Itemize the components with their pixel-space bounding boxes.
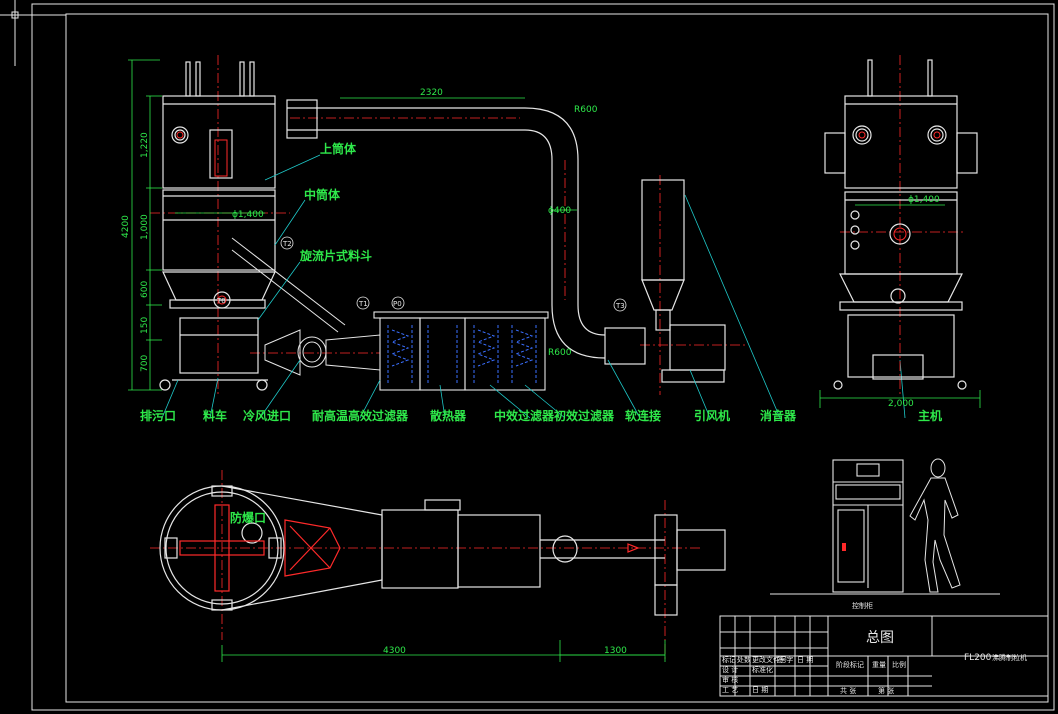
label-hepa-filter: 耐高温高效过滤器: [312, 408, 409, 423]
tag-t0: T0: [216, 297, 226, 305]
dim-phi400: ϕ400: [548, 206, 571, 216]
dim-phi1400-side: ϕ1,400: [908, 195, 940, 205]
dim-700: 700: [140, 355, 150, 372]
tag-p0: P0: [393, 300, 402, 308]
svg-text:日 期: 日 期: [797, 656, 813, 664]
side-view: ϕ1,400 2,000 主机: [819, 55, 981, 423]
crosshair-cursor-icon[interactable]: [0, 0, 66, 66]
dryer-body: [159, 61, 276, 391]
leader-lines: [161, 154, 906, 419]
label-explosion-port: 防爆口: [230, 510, 266, 525]
cabinet-handle: [842, 543, 846, 551]
dryer-inspection-window: [176, 131, 228, 305]
front-view: T2 T1 P0 T3 T0 4200 1,220 1,000 600 150 …: [121, 55, 906, 423]
cold-air-duct: [264, 329, 381, 376]
svg-text:设 计: 设 计: [722, 665, 738, 674]
svg-text:更改文件号: 更改文件号: [752, 655, 787, 664]
dim-600: 600: [140, 281, 150, 298]
svg-text:重量: 重量: [872, 661, 886, 669]
filter-hatching: [387, 325, 537, 385]
cyclone-hopper: [231, 237, 346, 333]
svg-text:日 期: 日 期: [752, 686, 768, 694]
vertical-dimensions: [128, 59, 162, 391]
title-drawing-name: 总图: [866, 630, 894, 646]
tag-t1: T1: [358, 300, 368, 308]
dim-r600-top: R600: [574, 105, 598, 115]
label-cyclone-hopper: 旋流片式料斗: [299, 248, 372, 263]
dim-2000: 2,000: [888, 399, 914, 409]
top-view: 4300 1300 防爆口: [150, 470, 726, 662]
label-drain: 排污口: [140, 408, 176, 423]
svg-text:标准化: 标准化: [752, 665, 773, 674]
front-centerlines: [150, 55, 745, 395]
label-soft-joint: 软连接: [625, 408, 661, 423]
sheet-border: [31, 3, 1055, 711]
title-block: [719, 615, 1049, 697]
svg-text:比例: 比例: [892, 660, 906, 669]
dim-1000: 1,000: [140, 214, 150, 240]
svg-text:阶段标记: 阶段标记: [836, 660, 864, 669]
tag-t2: T2: [282, 240, 292, 248]
svg-text:签 字: 签 字: [777, 655, 793, 664]
label-mid-primary-filter: 中效过滤器初效过滤器: [494, 408, 615, 423]
svg-text:工 艺: 工 艺: [722, 686, 738, 694]
filter-boxes: [373, 311, 549, 391]
dim-150: 150: [140, 317, 150, 334]
label-main-machine: 主机: [918, 408, 942, 423]
exhaust-duct: [286, 99, 726, 383]
svg-text:标记: 标记: [722, 655, 736, 664]
tag-t3: T3: [615, 302, 625, 310]
tags: [280, 236, 627, 312]
dim-2320: 2320: [420, 88, 443, 98]
dim-1220: 1,220: [140, 132, 150, 158]
label-middle-cylinder: 中筒体: [304, 187, 341, 202]
label-control-cabinet: 控制柜: [852, 601, 873, 610]
label-cart: 料车: [203, 408, 227, 423]
label-fan: 引风机: [694, 408, 730, 423]
human-figure-icon: [909, 458, 961, 593]
dim-1300: 1300: [604, 646, 627, 656]
svg-text:共 张: 共 张: [840, 686, 856, 695]
title-product: FL200: [964, 653, 992, 663]
horizontal-dimensions: [175, 97, 577, 214]
title-cells: 标记 处数 更改文件号 签 字 日 期 设 计 标准化 审 核 工 艺 日 期 …: [722, 655, 906, 695]
dim-r600-bottom: R600: [548, 348, 572, 358]
dim-4200: 4200: [121, 215, 131, 238]
svg-text:处数: 处数: [737, 655, 751, 664]
svg-text:第 张: 第 张: [878, 686, 894, 695]
dim-4300: 4300: [383, 646, 406, 656]
label-radiator: 散热器: [430, 408, 467, 423]
svg-text:审 核: 审 核: [722, 675, 738, 684]
label-silencer: 消音器: [760, 408, 797, 423]
label-cold-air-inlet: 冷风进口: [243, 408, 291, 423]
control-cabinet: [770, 459, 1000, 595]
dim-phi1400-front: ϕ1,400: [232, 210, 264, 220]
label-upper-cylinder: 上筒体: [320, 141, 357, 156]
title-product-desc: 沸腾制粒机: [992, 653, 1027, 662]
